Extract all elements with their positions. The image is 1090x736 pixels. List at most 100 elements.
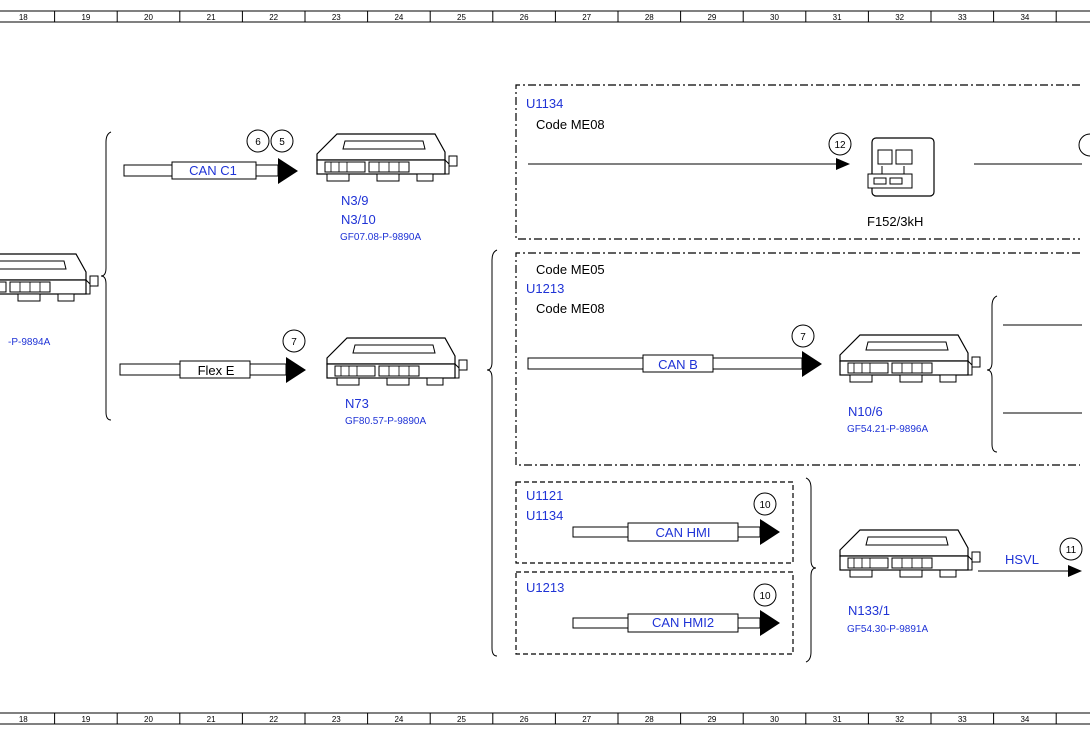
box-mid-variant: U1213 — [526, 281, 564, 296]
can-c1-label: CAN C1 — [189, 163, 237, 178]
hmi-group-brace — [805, 477, 817, 663]
svg-text:7: 7 — [800, 332, 806, 343]
ruler-top-label-34: 34 — [1020, 13, 1029, 22]
box-hmi-variant-1: U1121 — [526, 488, 563, 503]
box-hmi-border — [515, 481, 794, 564]
ruler-bottom-label-18: 18 — [19, 715, 28, 724]
flex-e-label: Flex E — [198, 363, 235, 378]
n3-9-label: N3/9 — [341, 193, 368, 208]
n10-6-label: N10/6 — [848, 404, 883, 419]
ruler-top-label-30: 30 — [770, 13, 779, 22]
ruler-bottom-label-29: 29 — [707, 715, 716, 724]
flex-e-connection — [119, 357, 306, 383]
right-group-brace — [486, 249, 498, 657]
callout-6: 6 — [246, 129, 270, 153]
callout-11: 11 — [1059, 537, 1083, 561]
ruler-top-label-28: 28 — [645, 13, 654, 22]
ruler-bottom-label-28: 28 — [645, 715, 654, 724]
ruler-top-label-20: 20 — [144, 13, 153, 22]
ruler-top-label-19: 19 — [81, 13, 90, 22]
ruler-top-label-22: 22 — [269, 13, 278, 22]
ruler-top-label-25: 25 — [457, 13, 466, 22]
callout-12: 12 — [828, 132, 852, 156]
ruler-top-label-32: 32 — [895, 13, 904, 22]
ruler-bottom-label-22: 22 — [269, 715, 278, 724]
relay-feed-arrow — [836, 158, 850, 170]
n3-ref: GF07.08-P-9890A — [340, 232, 421, 243]
hsvl-arrow — [1068, 565, 1082, 577]
left-module-ref: -P-9894A — [8, 337, 51, 348]
callout-10-hmi: 10 — [753, 492, 777, 516]
box-top-code: Code ME08 — [536, 117, 605, 132]
box-mid-code1: Code ME05 — [536, 262, 605, 277]
ruler-bottom-label-34: 34 — [1020, 715, 1029, 724]
ruler-bottom-label-26: 26 — [520, 715, 529, 724]
ruler-bottom-label-20: 20 — [144, 715, 153, 724]
can-b-label: CAN B — [658, 357, 698, 372]
callout-7-flex: 7 — [282, 329, 306, 353]
can-c1-connection — [123, 158, 298, 184]
box-mid-border — [515, 252, 1080, 466]
n133-1-ref: GF54.30-P-9891A — [847, 624, 928, 635]
box-top-border — [515, 84, 1080, 240]
svg-text:6: 6 — [255, 137, 261, 148]
n3-9-module — [316, 133, 458, 182]
svg-text:10: 10 — [759, 591, 771, 602]
n73-ref: GF80.57-P-9890A — [345, 416, 426, 427]
svg-text:7: 7 — [291, 337, 297, 348]
ruler-top-label-24: 24 — [394, 13, 403, 22]
ruler-bottom-label-31: 31 — [833, 715, 842, 724]
callout-5: 5 — [270, 129, 294, 153]
n133-1-label: N133/1 — [848, 603, 890, 618]
can-b-connection — [527, 351, 822, 377]
ruler-top-label-26: 26 — [520, 13, 529, 22]
n10-6-module — [839, 334, 981, 383]
n10-6-ref: GF54.21-P-9896A — [847, 424, 928, 435]
n3-10-label: N3/10 — [341, 212, 376, 227]
ruler-bottom-label-30: 30 — [770, 715, 779, 724]
ruler-top-label-21: 21 — [207, 13, 216, 22]
ruler-top-label-27: 27 — [582, 13, 591, 22]
column-ruler-top: 18 19 20 21 22 23 24 25 26 27 28 29 30 31 32 33 34 — [0, 10, 1090, 23]
box-hmi-variant-2: U1134 — [526, 508, 563, 523]
ruler-bottom-label-32: 32 — [895, 715, 904, 724]
ruler-bottom-label-21: 21 — [207, 715, 216, 724]
ruler-bottom-label-25: 25 — [457, 715, 466, 724]
callout-10-hmi2: 10 — [753, 583, 777, 607]
n73-label: N73 — [345, 396, 369, 411]
ruler-bottom-label-23: 23 — [332, 715, 341, 724]
inner-brace — [986, 295, 998, 453]
box-hmi2-border — [515, 571, 794, 655]
n133-1-module — [839, 529, 981, 578]
can-hmi-label: CAN HMI — [656, 525, 711, 540]
svg-text:12: 12 — [834, 140, 846, 151]
can-hmi2-connection — [572, 610, 780, 636]
ruler-top-label-33: 33 — [958, 13, 967, 22]
hsvl-label: HSVL — [1005, 552, 1039, 567]
svg-text:11: 11 — [1066, 545, 1077, 556]
svg-text:5: 5 — [279, 137, 285, 148]
ruler-top-label-23: 23 — [332, 13, 341, 22]
can-hmi2-label: CAN HMI2 — [652, 615, 714, 630]
box-top-variant: U1134 — [526, 96, 563, 111]
ruler-bottom-label-33: 33 — [958, 715, 967, 724]
ruler-bottom-label-27: 27 — [582, 715, 591, 724]
callout-7-canb: 7 — [791, 324, 815, 348]
callout-partial-top — [1078, 133, 1090, 157]
ruler-top-label-18: 18 — [19, 13, 28, 22]
relay-label: F152/3kH — [867, 214, 923, 229]
ruler-top-label-31: 31 — [833, 13, 842, 22]
left-group-brace — [100, 131, 112, 421]
can-hmi-connection — [572, 519, 780, 545]
ruler-bottom-label-24: 24 — [394, 715, 403, 724]
ruler-bottom-label-19: 19 — [81, 715, 90, 724]
left-module — [0, 253, 99, 302]
n73-module — [326, 337, 468, 386]
box-hmi2-variant: U1213 — [526, 580, 564, 595]
svg-text:10: 10 — [759, 500, 771, 511]
relay-f152 — [867, 137, 935, 197]
column-ruler-bottom: 18 19 20 21 22 23 24 25 26 27 28 29 30 31 32 33 34 — [0, 712, 1090, 725]
box-mid-code2: Code ME08 — [536, 301, 605, 316]
ruler-top-label-29: 29 — [707, 13, 716, 22]
